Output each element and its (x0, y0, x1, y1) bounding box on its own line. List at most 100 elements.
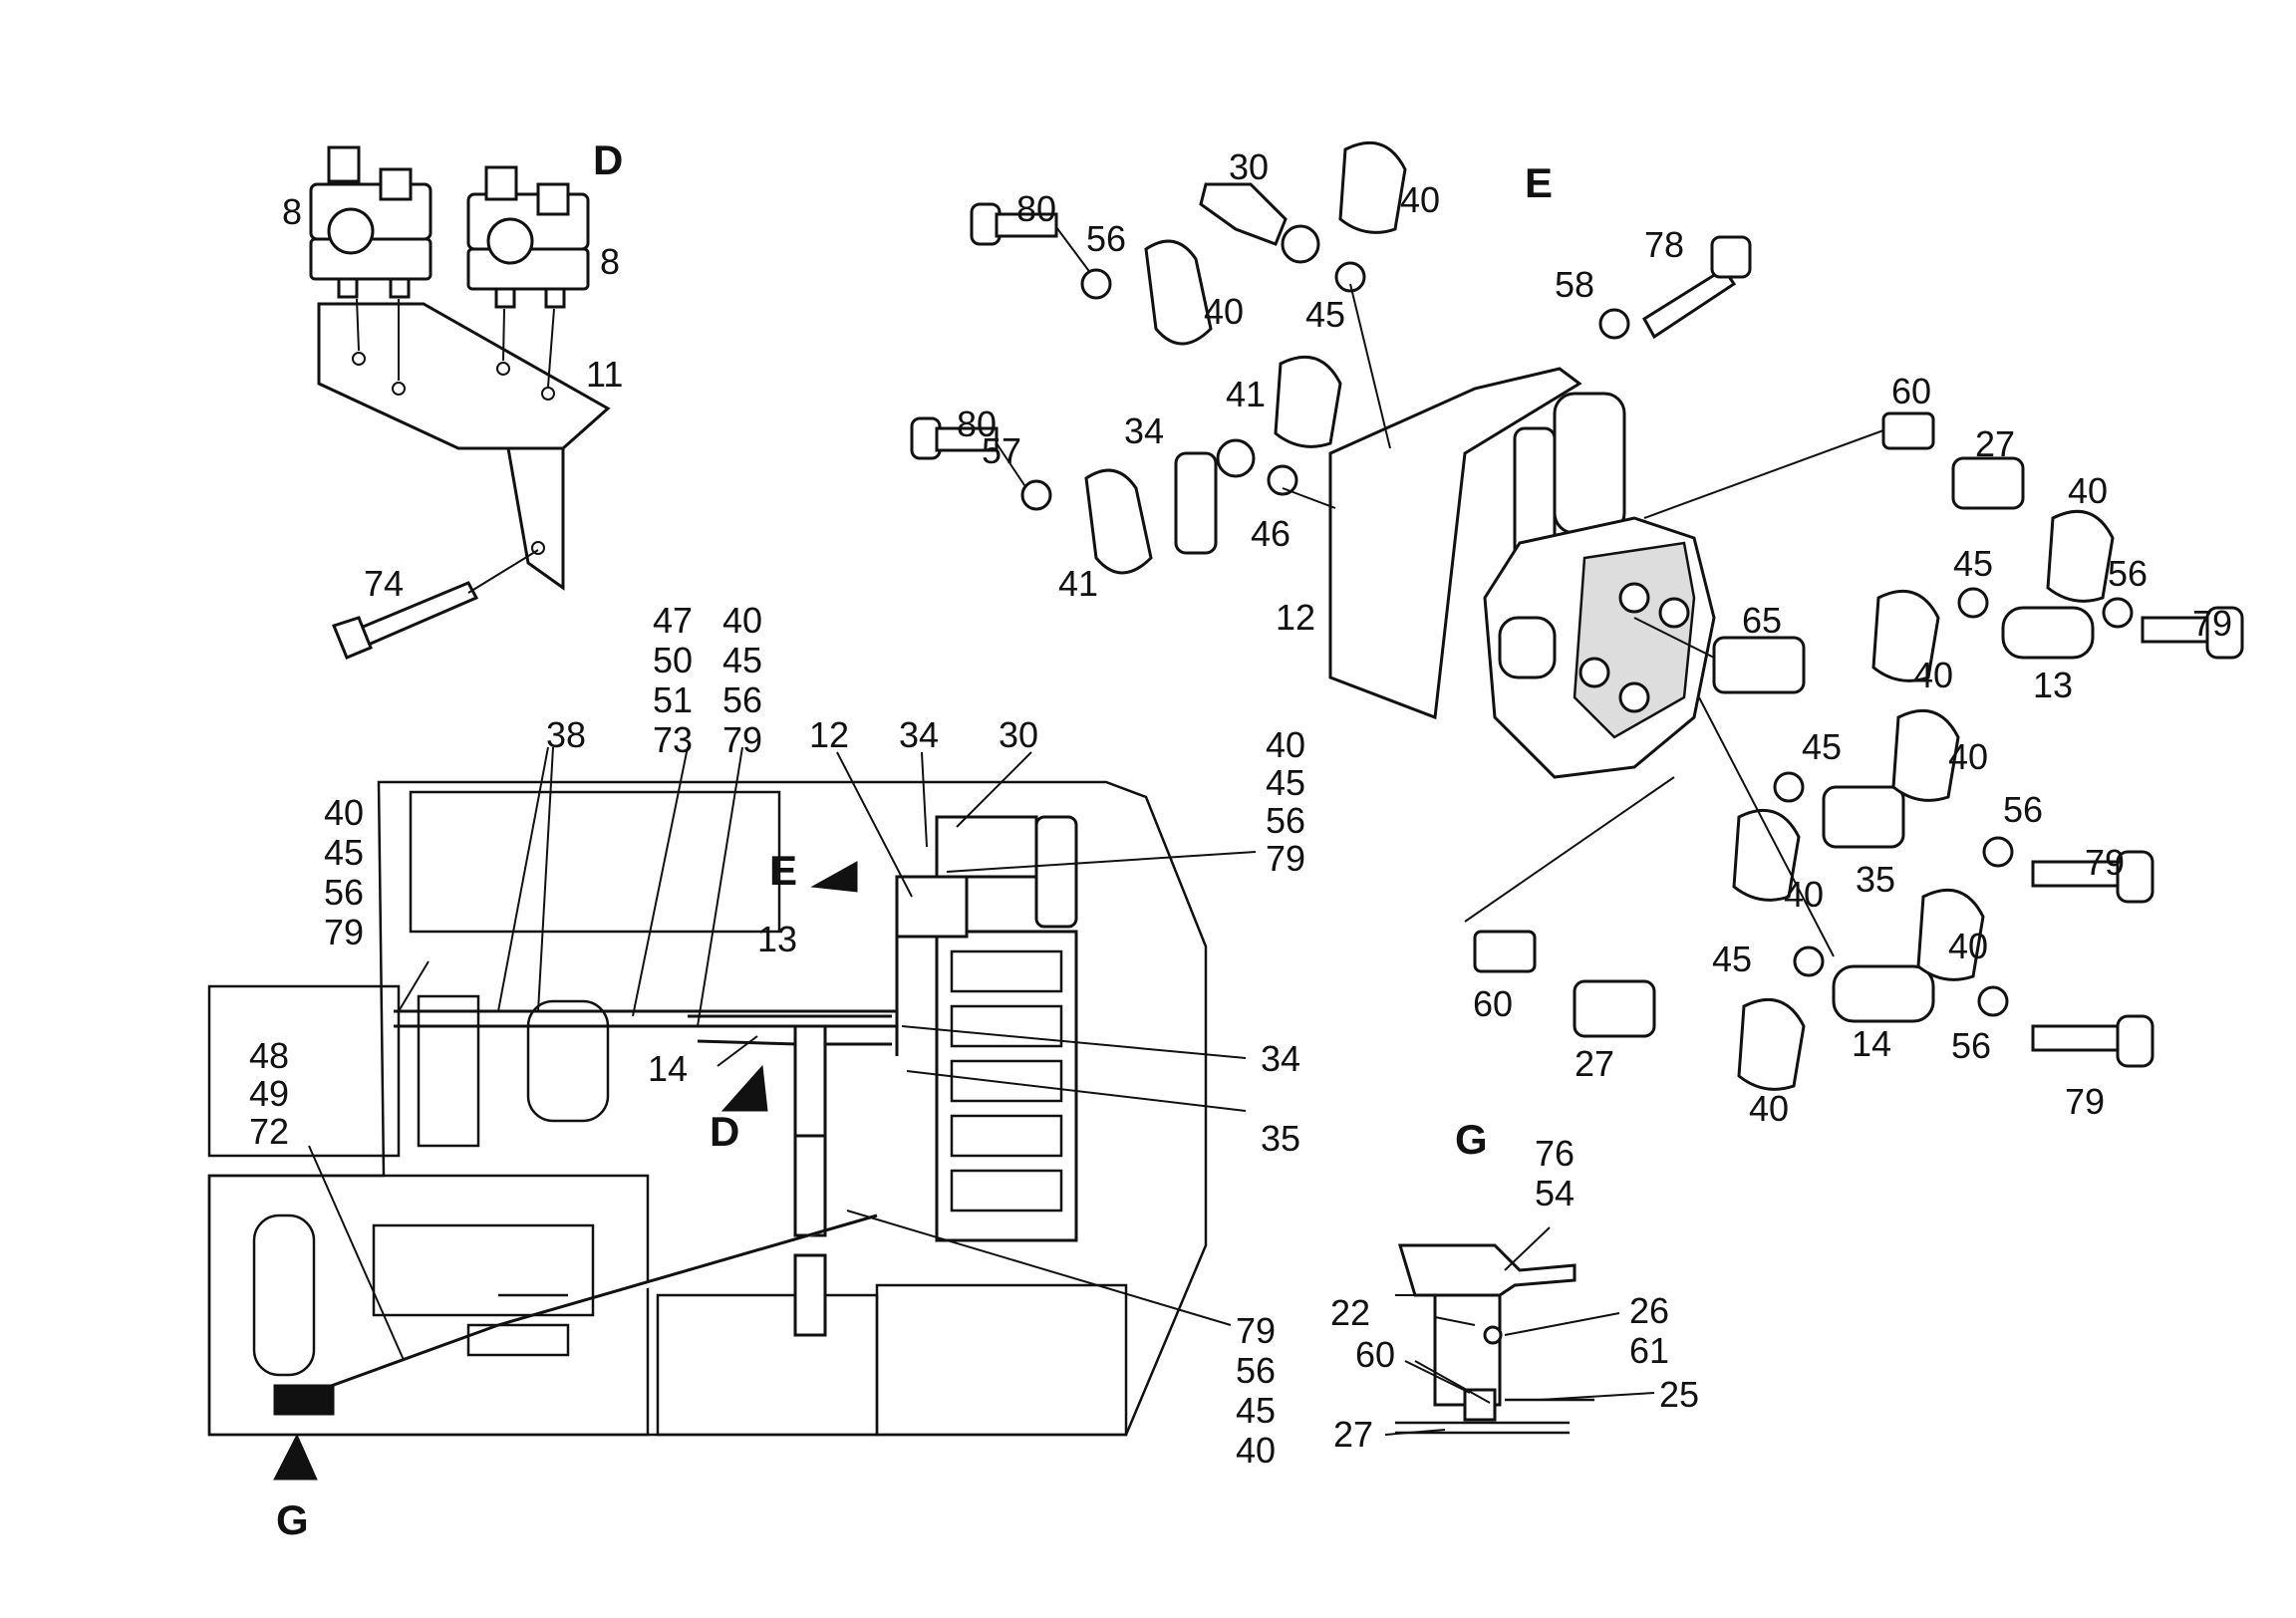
label-45-hose: 45 (722, 640, 762, 680)
label-35-main: 35 (1261, 1118, 1300, 1159)
label-45-upper: 45 (1305, 294, 1345, 335)
label-56-right: 56 (1266, 800, 1305, 841)
flange-half-41-lower (1084, 468, 1153, 575)
label-47: 47 (653, 600, 693, 641)
label-25: 25 (1659, 1374, 1699, 1415)
label-41-lower: 41 (1058, 563, 1098, 604)
engine-block (935, 815, 1078, 1242)
label-40-right: 40 (1266, 724, 1305, 765)
g-top-plate (1397, 1243, 1577, 1297)
tube-13 (2001, 606, 2095, 660)
label-40-lower: 40 (1948, 926, 1988, 966)
control-valve (1483, 392, 1716, 779)
washer-45-mid (1773, 771, 1805, 803)
label-34-e: 34 (1124, 410, 1164, 451)
label-60-lower: 60 (1473, 983, 1513, 1024)
label-58: 58 (1555, 264, 1594, 305)
label-38: 38 (546, 714, 586, 755)
boom-section (207, 984, 401, 1158)
label-27-upper: 27 (1975, 423, 2015, 464)
detail-d: D 8 8 11 74 (282, 136, 623, 660)
label-45-lower: 45 (1712, 939, 1752, 979)
flange-half-40-mid2 (1732, 808, 1801, 902)
label-40-mid2: 40 (1784, 874, 1824, 915)
compartment-bottom-right (875, 1283, 1128, 1437)
hose-to-g (278, 1214, 878, 1407)
label-14-main: 14 (648, 1048, 688, 1089)
label-48: 48 (249, 1035, 289, 1076)
tank-left (526, 999, 610, 1123)
label-13-e: 13 (2033, 665, 2073, 705)
label-56-bottom: 56 (1236, 1350, 1276, 1391)
cab-console (372, 1223, 595, 1317)
pipe-clamp-left (309, 145, 432, 299)
label-26: 26 (1629, 1290, 1669, 1331)
bolt-79-right1 (2141, 606, 2244, 660)
label-56-lower: 56 (1951, 1025, 1991, 1066)
label-34-main-bottom: 34 (1261, 1038, 1300, 1079)
flange-half-40-upper (1144, 239, 1213, 346)
clamp-strip-lower (793, 1134, 827, 1237)
view-e-title: E (1525, 159, 1553, 206)
bolt-78 (1641, 235, 1752, 340)
flange-half-41-mid (1274, 355, 1342, 448)
compartment-upper-left (409, 790, 781, 934)
label-30-main: 30 (999, 714, 1038, 755)
washer-45-right1 (1957, 587, 1989, 619)
label-72: 72 (249, 1111, 289, 1152)
valve-bracket (1328, 367, 1582, 720)
label-40-left: 40 (324, 792, 364, 833)
view-d-arrow-label: D (710, 1108, 739, 1155)
pipe-clamp-right (466, 165, 590, 309)
view-d-title: D (593, 136, 623, 183)
tank-cab (252, 1214, 316, 1377)
label-40-top: 40 (1400, 179, 1440, 220)
cab-area (207, 1174, 650, 1437)
view-d-arrow (720, 1064, 768, 1112)
label-35-e: 35 (1856, 859, 1895, 900)
label-27-g: 27 (1333, 1414, 1373, 1455)
bolt-74 (332, 549, 539, 660)
label-45-left: 45 (324, 832, 364, 873)
label-60-upper: 60 (1891, 371, 1931, 411)
label-79-hose: 79 (722, 719, 762, 760)
label-79-right1: 79 (2192, 603, 2232, 644)
label-56-left: 56 (324, 872, 364, 913)
label-40-hose: 40 (722, 600, 762, 641)
label-56-right1: 56 (2108, 553, 2148, 594)
label-12-e: 12 (1276, 597, 1315, 638)
compartment-bottom (656, 1293, 879, 1437)
bolt-80-lower (910, 416, 1027, 489)
fitting-27-upper (1951, 456, 2025, 510)
label-79-lower: 79 (2065, 1081, 2105, 1122)
label-54: 54 (1535, 1173, 1575, 1214)
label-80-lower: 80 (957, 404, 997, 444)
label-57: 57 (982, 430, 1021, 471)
label-40-bottom: 40 (1236, 1430, 1276, 1471)
label-76: 76 (1535, 1133, 1575, 1174)
bolt-80-upper (970, 202, 1092, 275)
label-40-right2: 40 (1913, 655, 1953, 695)
label-56-upper: 56 (1086, 218, 1126, 259)
label-79-right: 79 (1266, 838, 1305, 879)
flange-half-40-right2 (1871, 589, 1940, 682)
mounting-plate (317, 302, 611, 450)
label-8-right: 8 (600, 241, 620, 282)
label-80-upper: 80 (1016, 188, 1056, 229)
view-e-arrow (810, 861, 858, 893)
label-34-main-top: 34 (899, 714, 939, 755)
label-51: 51 (653, 679, 693, 720)
bolt-79-mid (2031, 850, 2154, 904)
label-79-mid: 79 (2085, 842, 2125, 883)
label-45-mid: 45 (1802, 726, 1842, 767)
label-60-g: 60 (1355, 1334, 1395, 1375)
clamp-strip-bottom (793, 1253, 827, 1337)
flange-half-40-top (1338, 140, 1407, 234)
g-fitting-lower (1463, 1388, 1497, 1422)
fitting-27-lower (1573, 979, 1656, 1038)
label-22: 22 (1330, 1292, 1370, 1333)
g-fitting-mid (1483, 1325, 1503, 1345)
tube-14 (1698, 696, 1935, 1023)
label-45-bottom: 45 (1236, 1390, 1276, 1431)
washer-56 (1080, 268, 1112, 300)
